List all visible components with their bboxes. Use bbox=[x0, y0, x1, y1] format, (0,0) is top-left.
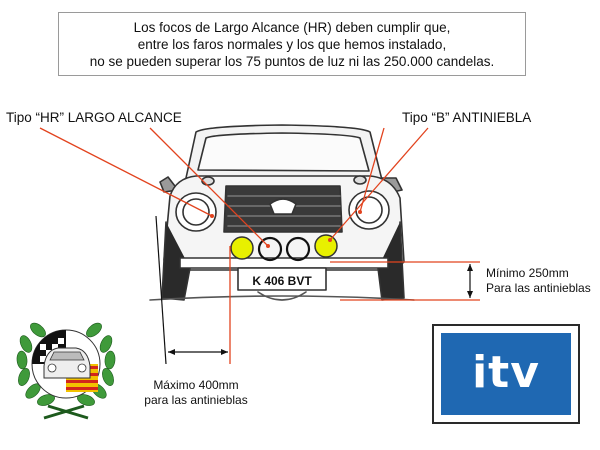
dimension-lines bbox=[155, 215, 473, 365]
pointer-fog-headlight bbox=[359, 127, 385, 213]
car-front-sketch-icon bbox=[149, 124, 415, 301]
hr-lamp-right bbox=[285, 236, 311, 262]
max-width-line-1: Máximo 400mm bbox=[153, 378, 239, 392]
itv-logo-text: itv bbox=[472, 347, 540, 398]
notice-line-3: no se pueden superar los 75 puntos de lu… bbox=[89, 54, 495, 69]
width-left-reference bbox=[155, 215, 167, 365]
min-height-line-1: Mínimo 250mm bbox=[486, 266, 569, 280]
hr-lamp-label: Tipo “HR” LARGO ALCANCE bbox=[6, 110, 182, 125]
hr-lamp-left bbox=[257, 236, 283, 262]
fog-lamp-right bbox=[314, 234, 338, 258]
itv-logo-background: itv bbox=[441, 333, 571, 415]
fog-lamp-left bbox=[230, 236, 254, 260]
pointer-lines bbox=[39, 127, 480, 364]
max-width-label: Máximo 400mm para las antinieblas bbox=[138, 378, 254, 408]
fog-lamp-label: Tipo “B” ANTINIEBLA bbox=[402, 110, 532, 125]
pointer-fog-lamp bbox=[329, 127, 429, 241]
notice-line-2: entre los faros normales y los que hemos… bbox=[137, 37, 447, 52]
min-height-label: Mínimo 250mm Para las antinieblas bbox=[486, 266, 591, 296]
laurel-wreath-emblem-icon bbox=[16, 322, 116, 420]
notice-box: Los focos de Largo Alcance (HR) deben cu… bbox=[58, 12, 526, 76]
notice-line-1: Los focos de Largo Alcance (HR) deben cu… bbox=[133, 20, 451, 35]
pointer-hr-headlight bbox=[39, 127, 213, 217]
licence-plate-text: K 406 BVT bbox=[252, 274, 312, 288]
itv-logo-icon: itv bbox=[432, 324, 580, 424]
pointer-hr-lamp bbox=[149, 127, 269, 247]
min-height-line-2: Para las antinieblas bbox=[486, 281, 591, 295]
max-width-line-2: para las antinieblas bbox=[144, 393, 248, 407]
